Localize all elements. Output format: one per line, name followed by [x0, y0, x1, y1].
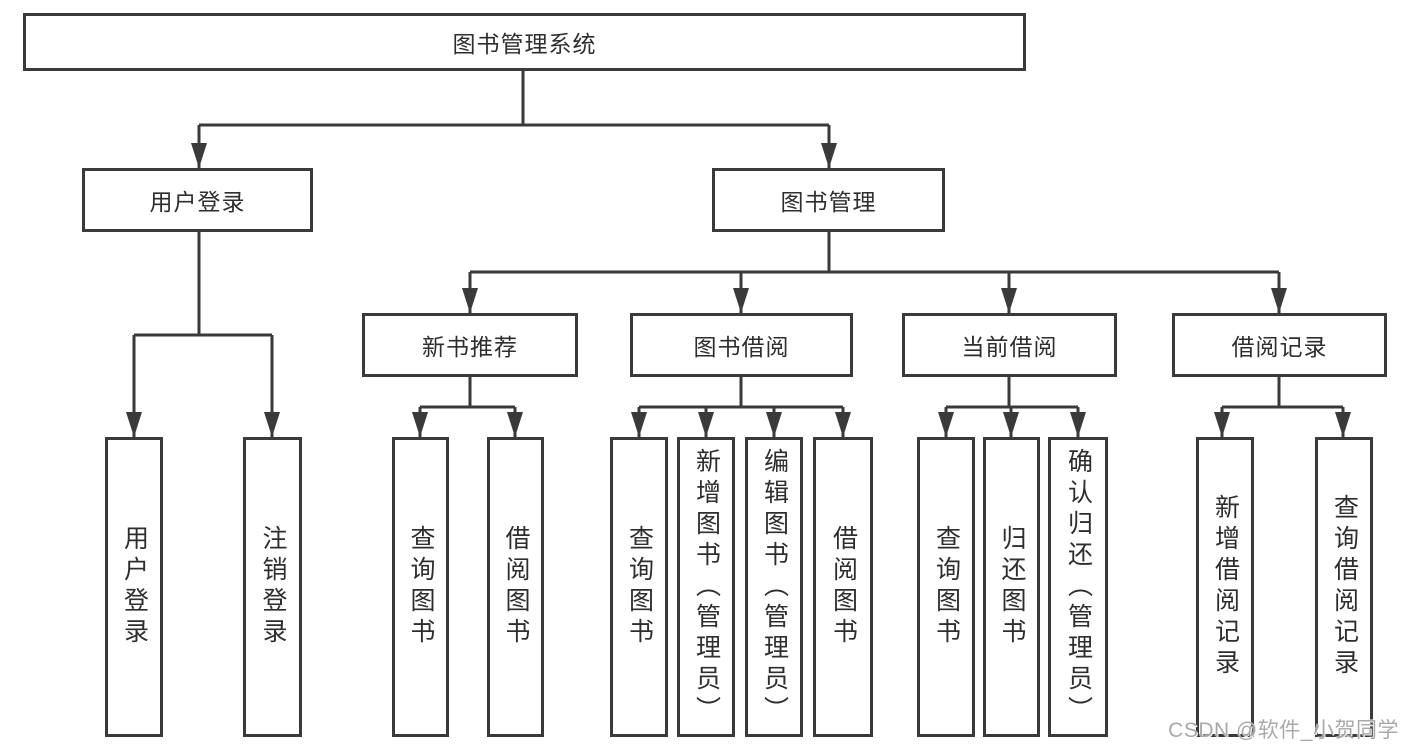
leaf-query-books-borrow: 查询图书 — [610, 437, 668, 737]
leaf-query-books-current: 查询图书 — [917, 437, 975, 737]
leaf-confirm-return-admin: 确认归还（管理员） — [1048, 437, 1108, 737]
leaf-return-books: 归还图书 — [983, 437, 1040, 737]
leaf-query-books-recommend: 查询图书 — [392, 437, 449, 737]
leaf-query-borrow-record-label: 查询借阅记录 — [1330, 494, 1359, 680]
leaf-add-borrow-record: 新增借阅记录 — [1196, 437, 1254, 737]
leaf-query-borrow-record: 查询借阅记录 — [1315, 437, 1373, 737]
node-borrowing-records: 借阅记录 — [1172, 313, 1387, 377]
leaf-borrow-books: 借阅图书 — [813, 437, 873, 737]
node-library-system: 图书管理系统 — [23, 13, 1026, 71]
connector-skeleton — [134, 71, 1343, 409]
leaf-borrow-books-recommend-label: 借阅图书 — [502, 525, 530, 649]
node-book-borrowing: 图书借阅 — [630, 313, 853, 377]
node-new-book-recommendation: 新书推荐 — [362, 313, 578, 377]
leaf-user-login-label: 用户登录 — [120, 525, 149, 649]
node-current-borrowing: 当前借阅 — [902, 313, 1117, 377]
leaf-return-books-label: 归还图书 — [998, 525, 1026, 649]
leaf-user-login: 用户登录 — [105, 437, 163, 737]
node-user-login: 用户登录 — [82, 168, 313, 232]
leaf-add-book-admin: 新增图书（管理员） — [677, 437, 735, 737]
leaf-edit-book-admin: 编辑图书（管理员） — [745, 437, 803, 737]
leaf-confirm-return-admin-label: 确认归还（管理员） — [1064, 447, 1093, 727]
leaf-query-books-recommend-label: 查询图书 — [407, 525, 435, 649]
node-book-management: 图书管理 — [712, 168, 945, 232]
leaf-logout-login: 注销登录 — [243, 437, 302, 737]
leaf-edit-book-admin-label: 编辑图书（管理员） — [760, 447, 789, 727]
leaf-add-book-admin-label: 新增图书（管理员） — [692, 447, 721, 727]
leaf-query-books-current-label: 查询图书 — [932, 525, 961, 649]
leaf-query-books-borrow-label: 查询图书 — [625, 525, 654, 649]
leaf-borrow-books-recommend: 借阅图书 — [487, 437, 544, 737]
leaf-logout-login-label: 注销登录 — [259, 525, 287, 649]
leaf-add-borrow-record-label: 新增借阅记录 — [1211, 494, 1240, 680]
watermark: CSDN @软件_小贺同学 — [1168, 719, 1399, 742]
leaf-borrow-books-label: 借阅图书 — [829, 525, 858, 649]
